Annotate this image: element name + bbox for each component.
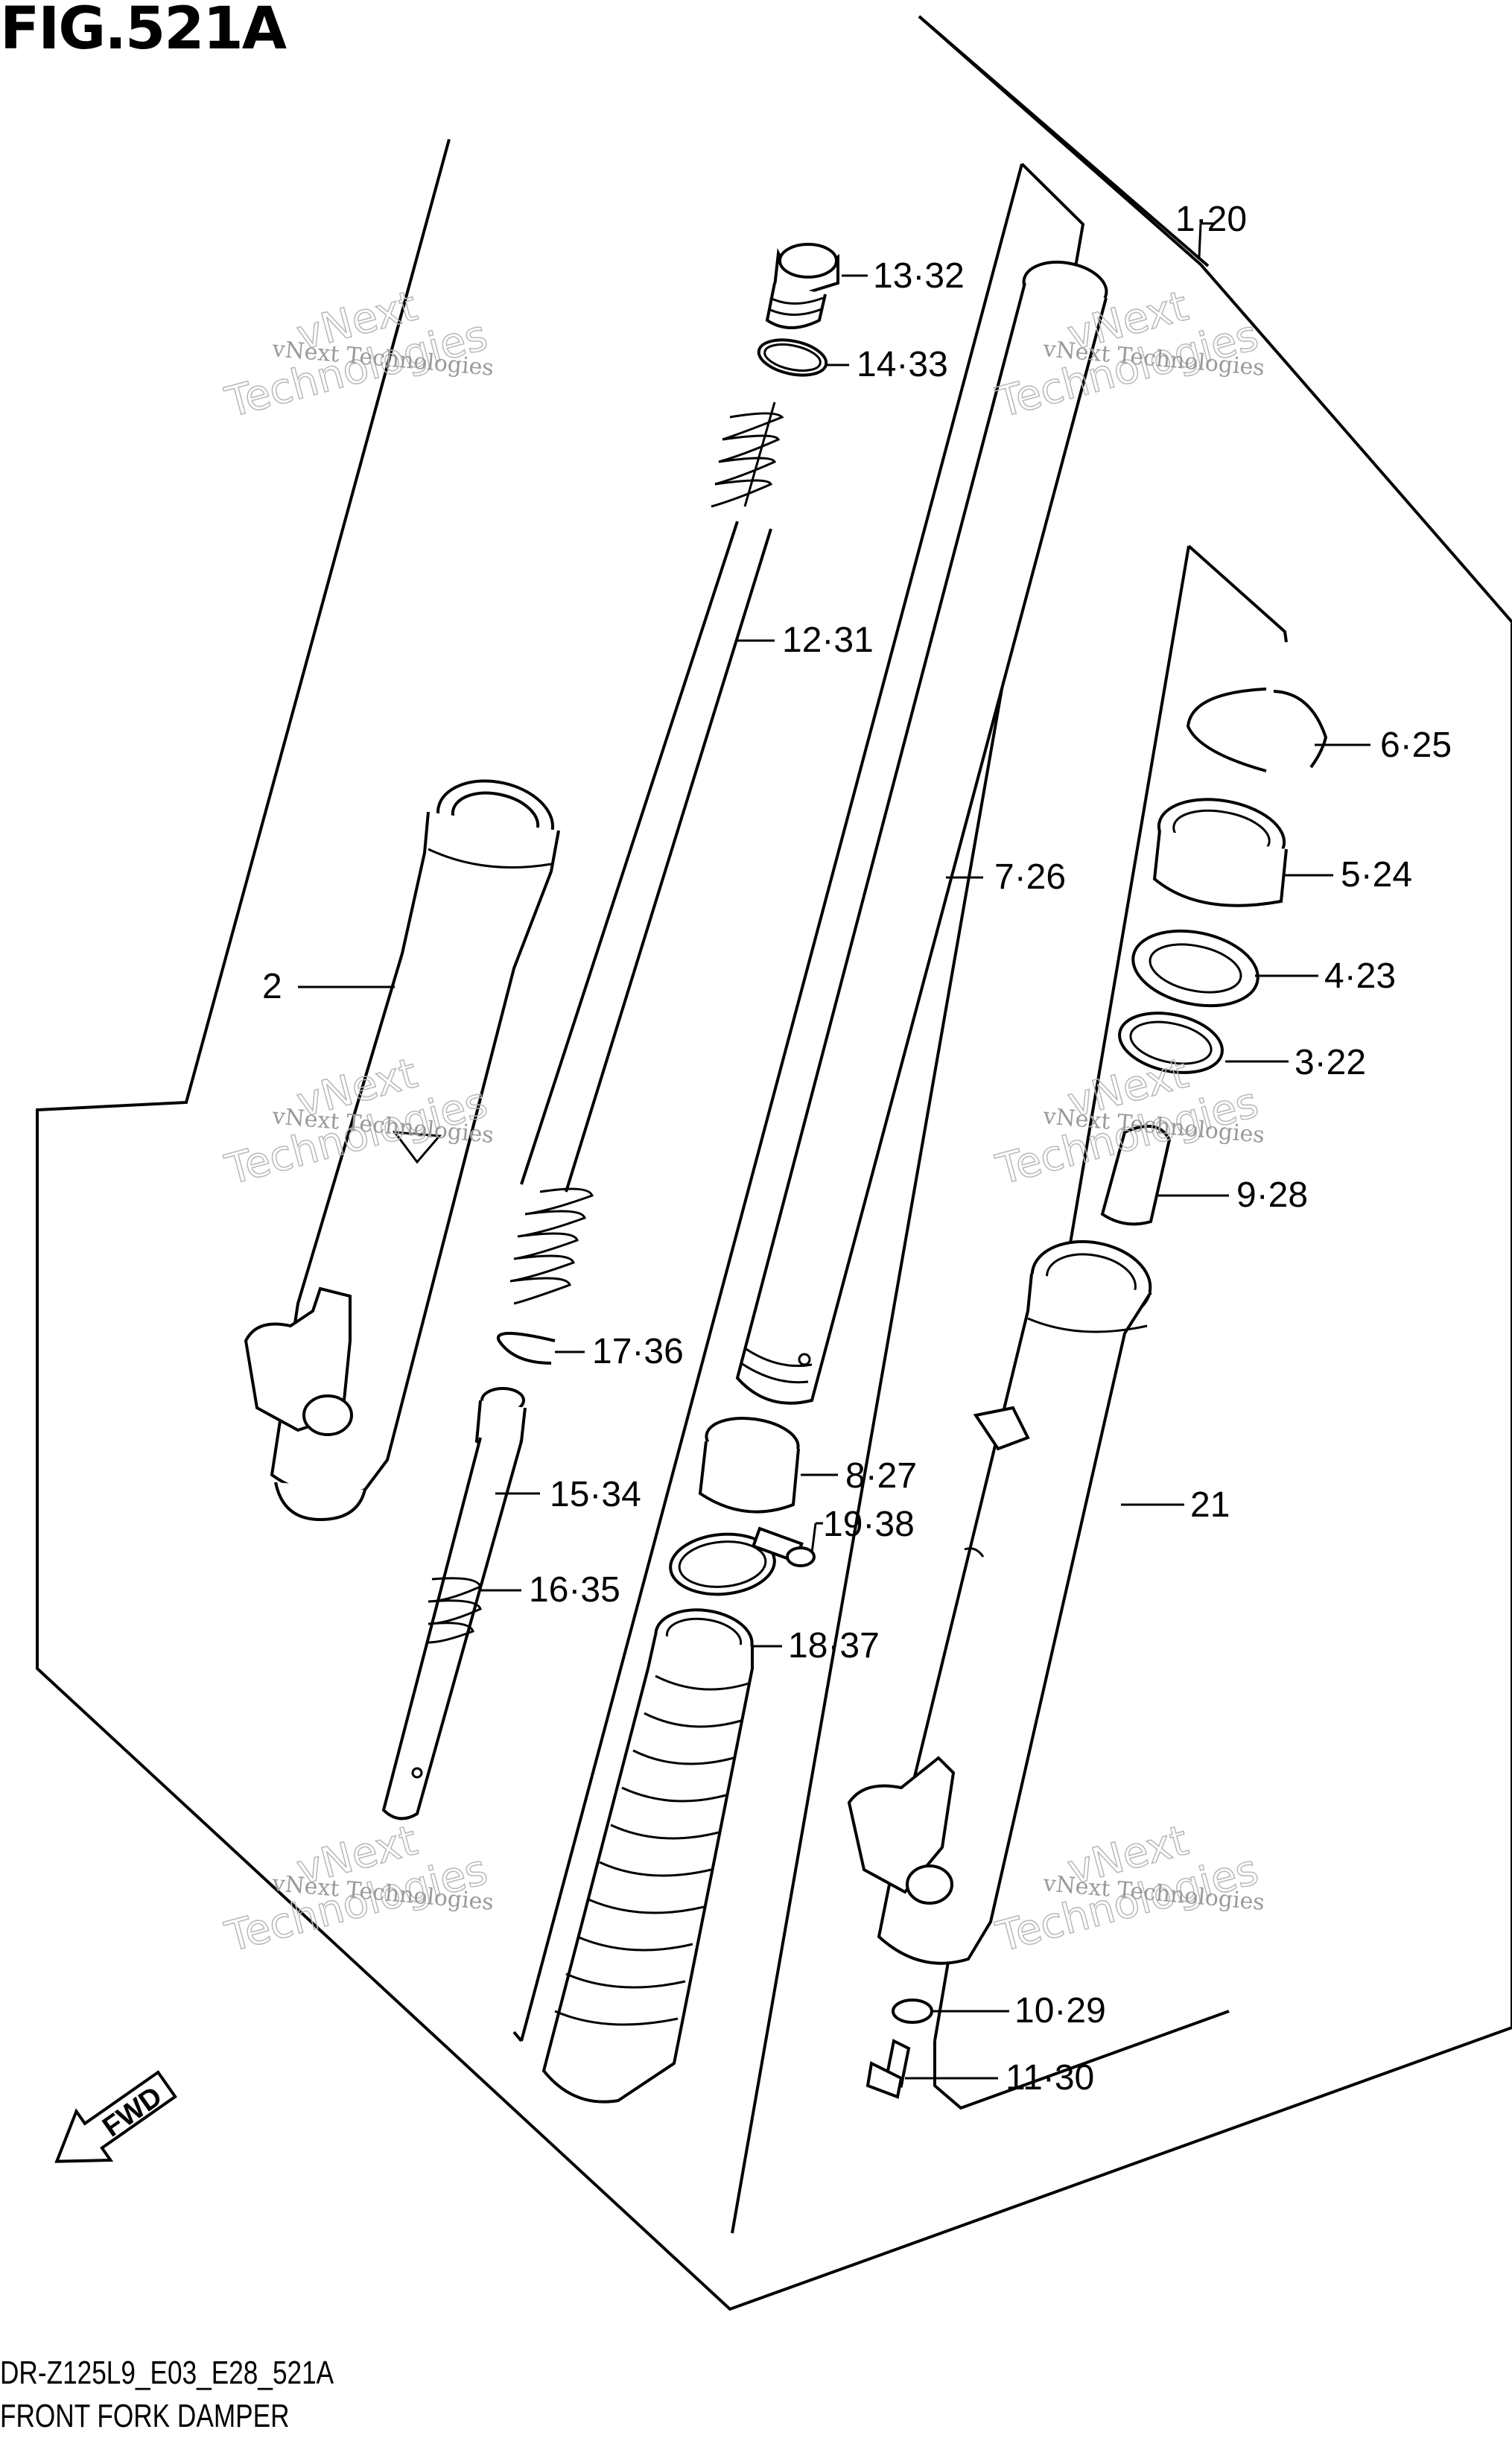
callout-7: 7·26: [994, 857, 1066, 897]
part-8-guide-collar: [698, 1417, 800, 1514]
figure-name: FRONT FORK DAMPER: [0, 2398, 290, 2434]
part-16-rebound-spring: [428, 1577, 482, 1644]
part-6-stopper-ring: [1186, 688, 1328, 772]
part-11-bolt: [865, 2039, 911, 2099]
part-2-outer-tube-left: [244, 779, 560, 1522]
callout-21: 21: [1190, 1485, 1230, 1525]
part-5-oil-seal: [1152, 798, 1288, 907]
part-9-piece: [1100, 1125, 1172, 1226]
part-19-clamp: [669, 1526, 816, 1596]
callout-2: 2: [262, 967, 282, 1006]
callout-3: 3·22: [1295, 1043, 1366, 1082]
watermark-bottom-left: Technologies vNext vNext Technologies: [220, 1816, 495, 1963]
callout-18: 18·37: [788, 1626, 880, 1666]
callout-9: 9·28: [1236, 1175, 1308, 1215]
part-17-snap-ring: [497, 1332, 556, 1365]
part-21-outer-tube-right: [847, 1239, 1152, 1965]
outer-tube-group-outline: [1187, 545, 1288, 643]
callout-11: 11·30: [1006, 2058, 1094, 2098]
callout-16: 16·35: [529, 1570, 620, 1610]
part-10-gasket: [892, 1999, 933, 2024]
part-15-damper-rod: [381, 1387, 527, 1820]
callout-12: 12·31: [782, 620, 874, 660]
part-13-cap-bolt: [765, 243, 839, 329]
callout-5: 5·24: [1341, 855, 1412, 895]
assembly-outline-right: [918, 15, 1210, 267]
part-4-washer: [1131, 929, 1260, 1008]
callout-14: 14·33: [857, 345, 948, 384]
leader-lines: [298, 222, 1370, 2080]
callout-17: 17·36: [592, 1332, 684, 1371]
tube-group-outline: [731, 162, 1085, 2234]
watermark-top-left: Technologies vNext vNext Technologies: [220, 282, 495, 428]
part-18-dust-boot: [541, 1608, 754, 2104]
assembly-outline: [36, 15, 1512, 2311]
model-code: DR-Z125L9_E03_E28_521A: [0, 2355, 334, 2391]
figure-title: FIG.521A: [0, 0, 287, 63]
watermark-bottom-right: Technologies vNext vNext Technologies: [991, 1816, 1265, 1963]
part-7-inner-tube: [735, 261, 1108, 1405]
callout-6: 6·25: [1380, 726, 1452, 765]
tube-group-edge: [520, 163, 1023, 2042]
callout-8: 8·27: [845, 1456, 917, 1496]
callout-13: 13·32: [873, 256, 965, 296]
callout-15: 15·34: [550, 1475, 641, 1514]
callout-4: 4·23: [1324, 956, 1396, 996]
fwd-direction-arrow: FWD: [54, 2070, 177, 2163]
callout-19: 19·38: [823, 1505, 915, 1544]
callout-1: 1·20: [1175, 200, 1247, 239]
part-12-fork-spring: [509, 401, 784, 1305]
part-3-guide-metal: [1118, 1012, 1224, 1074]
part-14-o-ring: [757, 338, 828, 377]
callout-10: 10·29: [1014, 1991, 1106, 2031]
